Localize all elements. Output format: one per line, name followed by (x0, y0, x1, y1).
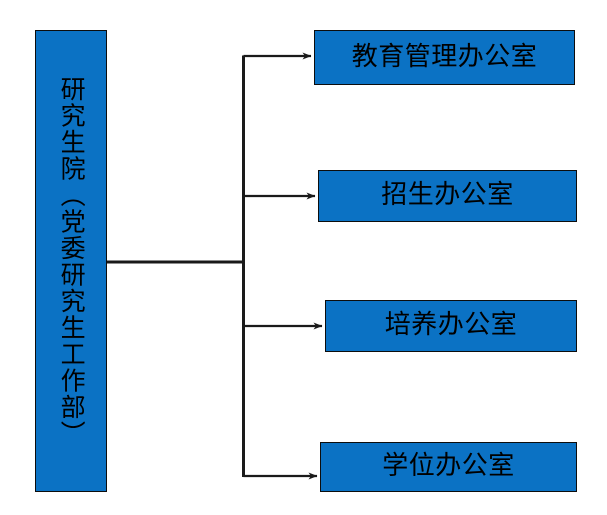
org-node-label: 培养办公室 (384, 310, 518, 341)
org-node-admissions-office[interactable]: 招生办公室 (318, 170, 577, 222)
connector-branches (243, 52, 323, 480)
connector-trunk (107, 55, 245, 477)
org-node-root[interactable]: 研究生院（党委研究生工作部） (35, 30, 107, 492)
org-node-degree-office[interactable]: 学位办公室 (320, 442, 577, 492)
org-node-root-label: 研究生院（党委研究生工作部） (57, 75, 87, 447)
org-node-label: 学位办公室 (382, 451, 515, 482)
org-node-training-office[interactable]: 培养办公室 (325, 300, 577, 352)
org-node-education-management-office[interactable]: 教育管理办公室 (314, 30, 575, 85)
org-node-label: 教育管理办公室 (351, 41, 538, 72)
org-node-label: 招生办公室 (381, 180, 514, 211)
